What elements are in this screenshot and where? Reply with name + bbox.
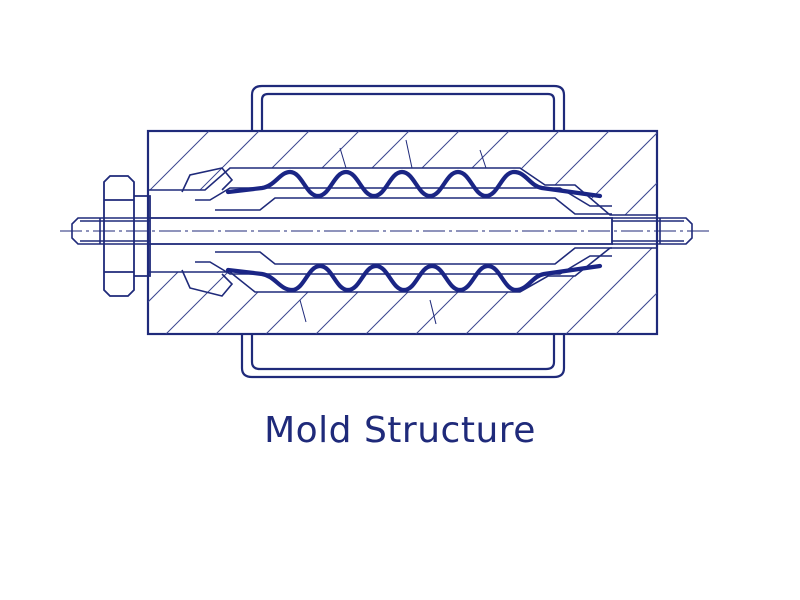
hex-nut xyxy=(103,175,151,297)
right-threaded-end xyxy=(612,217,693,245)
mold-body xyxy=(146,129,659,336)
bellows-part xyxy=(225,169,603,293)
left-flange xyxy=(181,167,234,297)
cavity-outline xyxy=(148,167,657,293)
accent-marks xyxy=(299,139,487,325)
left-threaded-end xyxy=(71,217,150,245)
core-shaft xyxy=(60,217,710,245)
bottom-clamp-bracket xyxy=(240,334,566,379)
diagram-caption: Mold Structure xyxy=(264,410,536,451)
upper-section-hatch xyxy=(148,131,657,215)
top-clamp-bracket xyxy=(250,84,566,131)
